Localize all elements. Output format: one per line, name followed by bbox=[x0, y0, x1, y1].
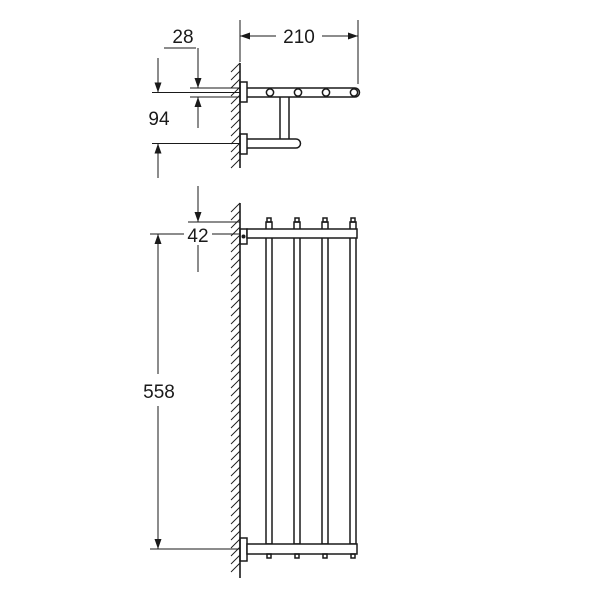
hatch-line bbox=[230, 158, 241, 169]
hatch-line bbox=[230, 386, 241, 397]
hatch-line bbox=[230, 102, 241, 113]
dimension-top-offset: 42 bbox=[150, 186, 240, 272]
hatch-line bbox=[230, 442, 241, 453]
hatch-line bbox=[230, 126, 241, 137]
hatch-line bbox=[230, 282, 241, 293]
wall-front bbox=[230, 202, 241, 578]
hatch-line bbox=[230, 250, 241, 261]
hatch-line bbox=[230, 314, 241, 325]
hatch-line bbox=[230, 514, 241, 525]
upper-arm bbox=[247, 87, 361, 98]
top-bar bbox=[246, 228, 358, 239]
hatch-line bbox=[230, 298, 241, 309]
hatch-line bbox=[230, 234, 241, 245]
hatch-line bbox=[230, 410, 241, 421]
label-width: 210 bbox=[283, 27, 315, 48]
hatch-line bbox=[230, 330, 241, 341]
hatch-line bbox=[230, 458, 241, 469]
hatch-line bbox=[230, 378, 241, 389]
hatch-line bbox=[230, 150, 241, 161]
hatch-line bbox=[230, 118, 241, 129]
hatch-line bbox=[230, 110, 241, 121]
hatch-line bbox=[230, 274, 241, 285]
support-post bbox=[279, 97, 290, 139]
bottom-bar bbox=[246, 543, 358, 555]
hatch-line bbox=[230, 362, 241, 373]
hatch-line bbox=[230, 482, 241, 493]
hatch-line bbox=[230, 466, 241, 477]
hatch-line bbox=[230, 418, 241, 429]
hatch-line bbox=[230, 142, 241, 153]
hatch-line bbox=[230, 346, 241, 357]
hatch-line bbox=[230, 218, 241, 229]
rail-end bbox=[293, 88, 303, 97]
hatch-line bbox=[230, 78, 241, 89]
hatch-line bbox=[230, 546, 241, 557]
hatch-line bbox=[230, 354, 241, 365]
hatch-line bbox=[230, 134, 241, 145]
hatch-line bbox=[230, 450, 241, 461]
label-height-offset: 94 bbox=[148, 109, 170, 130]
front-view: 42 558 bbox=[143, 186, 358, 578]
hatch-line bbox=[230, 210, 241, 221]
wall-plate-bottom bbox=[239, 537, 248, 562]
hatch-line bbox=[230, 258, 241, 269]
hatch-line bbox=[230, 306, 241, 317]
hatch-line bbox=[230, 490, 241, 501]
hatch-line bbox=[230, 202, 241, 213]
hatch-line bbox=[230, 322, 241, 333]
wall-plate-lower bbox=[239, 133, 248, 155]
vertical-rails bbox=[265, 217, 357, 545]
hatch-line bbox=[230, 522, 241, 533]
hatch-line bbox=[230, 394, 241, 405]
hatch-line bbox=[230, 290, 241, 301]
hatch-line bbox=[230, 498, 241, 509]
dimension-width: 210 bbox=[239, 20, 359, 84]
hatch-line bbox=[230, 94, 241, 105]
hatch-line bbox=[230, 562, 241, 573]
hatch-line bbox=[230, 434, 241, 445]
top-view: 210 28 94 bbox=[148, 20, 361, 178]
hatch-line bbox=[230, 506, 241, 517]
label-top-offset: 42 bbox=[187, 226, 208, 247]
hatch-line bbox=[230, 266, 241, 277]
rail-end bbox=[265, 88, 275, 97]
hatch-line bbox=[230, 538, 241, 549]
hatch-line bbox=[230, 338, 241, 349]
rail-end bbox=[349, 88, 359, 97]
hatch-line bbox=[230, 474, 241, 485]
hatch-line bbox=[230, 370, 241, 381]
hatch-line bbox=[230, 426, 241, 437]
lower-arm bbox=[247, 138, 302, 149]
hatch-line bbox=[230, 554, 241, 565]
wall-top bbox=[230, 62, 241, 169]
bottom-rail-feet bbox=[266, 553, 356, 559]
label-height: 558 bbox=[143, 382, 175, 403]
dimension-height: 558 bbox=[143, 234, 240, 550]
hatch-line bbox=[230, 242, 241, 253]
wall-plate-upper bbox=[239, 81, 248, 103]
screw-dot bbox=[241, 234, 246, 239]
dimension-depth: 28 bbox=[164, 27, 240, 128]
hatch-line bbox=[230, 70, 241, 81]
label-depth: 28 bbox=[172, 27, 193, 48]
hatch-line bbox=[230, 62, 241, 73]
dimension-height-offset: 94 bbox=[148, 58, 240, 178]
hatch-line bbox=[230, 402, 241, 413]
hatch-line bbox=[230, 226, 241, 237]
rail-end bbox=[321, 88, 331, 97]
hatch-line bbox=[230, 530, 241, 541]
